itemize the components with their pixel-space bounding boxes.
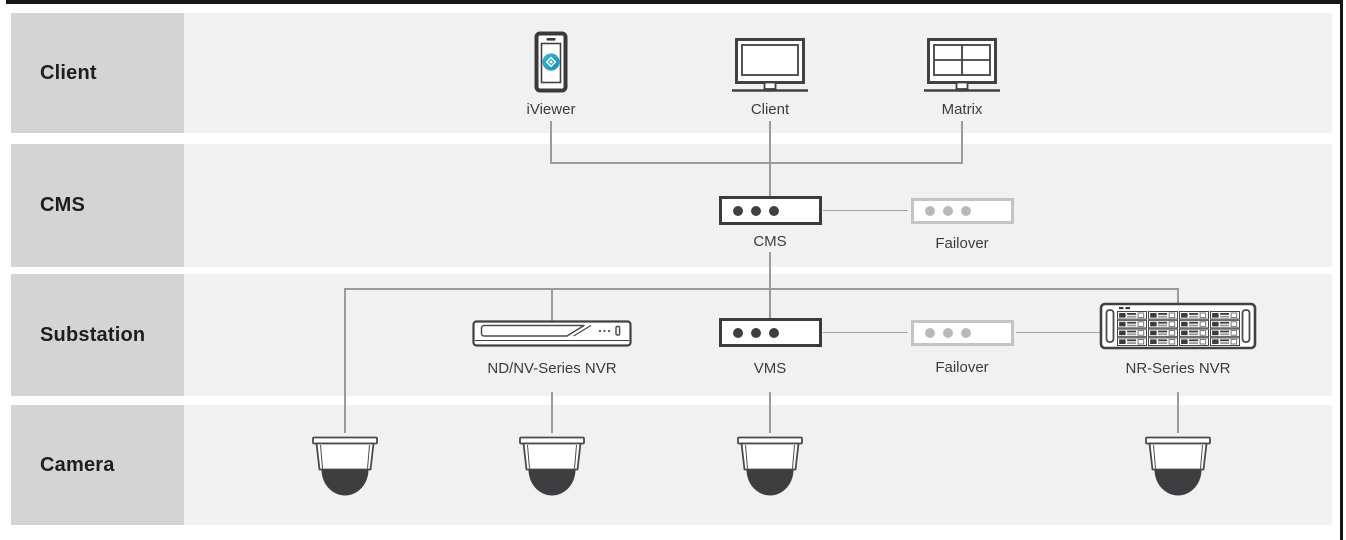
server-led-dot (960, 206, 971, 216)
node-nr-nvr: NR-Series NVR (1088, 302, 1268, 377)
node-label-vms: VMS (753, 360, 787, 377)
edge-bus-to-ndnv (551, 288, 553, 321)
band-client: Client (11, 13, 1332, 133)
edge-bus-to-nr (1177, 288, 1179, 304)
monitor-icon (732, 38, 808, 92)
node-matrix: Matrix (872, 37, 1052, 118)
server-led-dot (924, 206, 935, 216)
row-label-camera: Camera (11, 405, 184, 525)
edge-substation-bus (344, 288, 1179, 290)
node-label-vms-failover: Failover (935, 359, 989, 376)
node-label-cms-failover: Failover (935, 235, 989, 252)
node-client: Client (680, 37, 860, 118)
node-cms: CMS (680, 196, 860, 250)
dome-camera-icon (1145, 436, 1211, 496)
node-label-iviewer: iViewer (526, 101, 576, 118)
edge-nr-to-camera4 (1177, 392, 1179, 433)
server-led-dot (732, 327, 743, 338)
ndnv-nvr-icon (472, 320, 632, 347)
server-box-icon (718, 318, 822, 347)
node-ndnv-nvr: ND/NV-Series NVR (462, 320, 642, 377)
dome-camera-icon (737, 436, 803, 496)
dome-camera-icon (312, 436, 378, 496)
edge-vms-failover (823, 332, 908, 333)
band-cms: CMS (11, 144, 1332, 267)
node-label-matrix: Matrix (941, 101, 983, 118)
standby-server-box-icon (910, 320, 1014, 346)
node-camera-1 (255, 436, 435, 498)
mobile-phone-icon (534, 31, 568, 93)
row-label-cms: CMS (11, 144, 184, 267)
node-camera-3 (680, 436, 860, 498)
edge-client-to-cms (769, 121, 771, 197)
server-led-dot (924, 328, 935, 338)
edge-iviewer-down (550, 121, 552, 163)
nr-nvr-icon (1099, 302, 1257, 350)
server-led-dot (768, 327, 779, 338)
frame-right-border (1340, 0, 1343, 540)
node-camera-2 (462, 436, 642, 498)
drive-bays (1117, 311, 1240, 347)
frame-top-border (6, 0, 1343, 4)
edge-cms-failover (823, 210, 908, 211)
node-camera-4 (1088, 436, 1268, 498)
node-label-cms: CMS (753, 233, 787, 250)
row-label-substation: Substation (11, 274, 184, 396)
node-label-client: Client (750, 101, 790, 118)
band-camera: Camera (11, 405, 1332, 525)
server-box-icon (718, 196, 822, 225)
node-vms-failover: Failover (872, 318, 1052, 376)
edge-vms-to-camera3 (769, 392, 771, 433)
matrix-monitor-icon (924, 38, 1000, 92)
edge-ndnv-to-camera2 (551, 392, 553, 433)
node-label-ndnv-nvr: ND/NV-Series NVR (487, 360, 617, 377)
node-iviewer: iViewer (461, 31, 641, 118)
standby-server-box-icon (910, 198, 1014, 224)
edge-matrix-down (961, 121, 963, 163)
edge-bus-to-camera1 (344, 288, 346, 433)
edge-cms-to-vms (769, 252, 771, 319)
row-label-client: Client (11, 13, 184, 133)
node-cms-failover: Failover (872, 196, 1052, 252)
dome-camera-icon (519, 436, 585, 496)
node-vms: VMS (680, 318, 860, 377)
node-label-nr-nvr: NR-Series NVR (1125, 360, 1231, 377)
server-led-dot (768, 205, 779, 216)
server-led-dot (750, 205, 761, 216)
server-led-dot (960, 328, 971, 338)
server-led-dot (942, 328, 953, 338)
server-led-dot (942, 206, 953, 216)
server-led-dot (732, 205, 743, 216)
edge-failover-nr (1016, 332, 1102, 333)
server-led-dot (750, 327, 761, 338)
edge-client-bus (550, 162, 963, 164)
